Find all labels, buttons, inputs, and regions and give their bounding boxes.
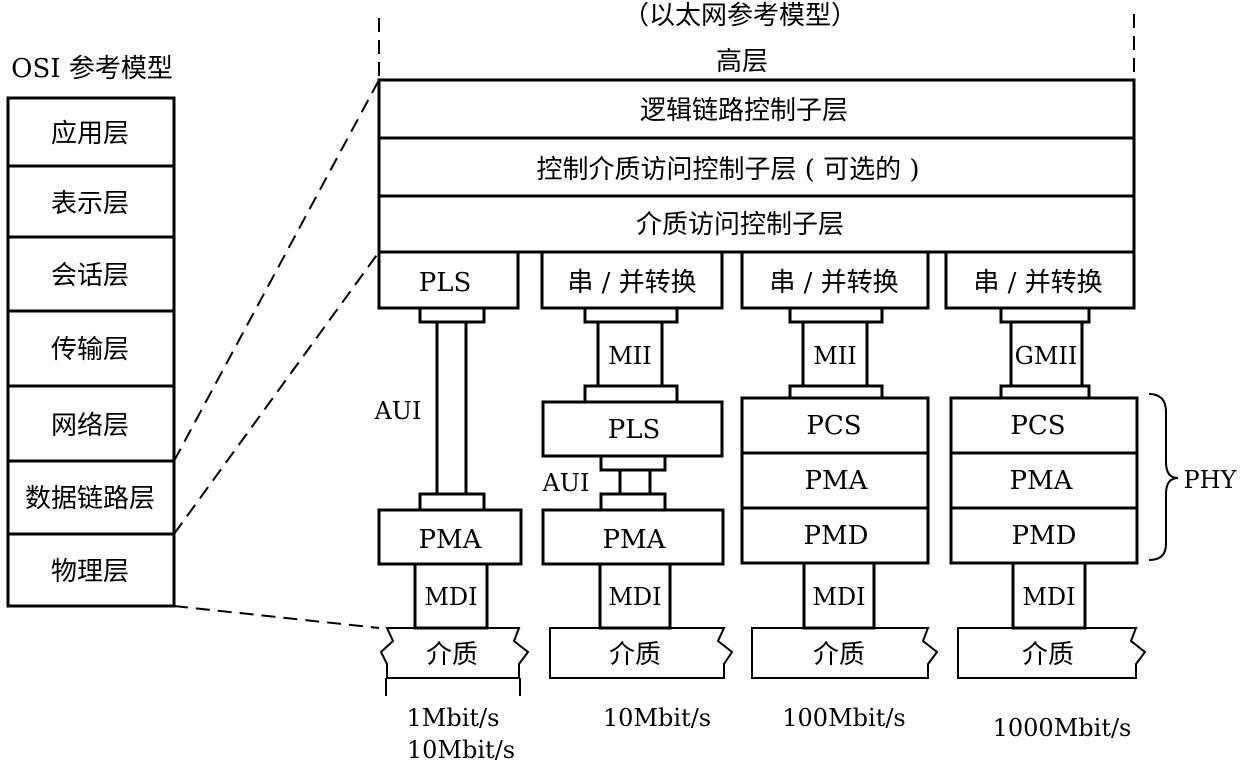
aui-cable	[435, 320, 468, 496]
aui-box	[618, 468, 652, 496]
serial-parallel-box	[740, 250, 930, 310]
mii-box	[801, 320, 869, 388]
pma-label: PMA	[805, 466, 869, 496]
serial-parallel-box	[540, 250, 724, 310]
mac-control-box	[377, 136, 1136, 198]
connector-tab	[583, 306, 679, 324]
stack-100mbit: 串 / 并转换 MII PCS PMA PMD MDI 介质 100Mbit/s	[740, 250, 939, 732]
mdi-box	[802, 561, 876, 630]
mii-label: MII	[608, 342, 652, 370]
speed-label: 1Mbit/s	[407, 704, 500, 732]
osi-layer-box	[6, 532, 176, 608]
gmii-box	[1009, 320, 1084, 388]
connector-tab	[788, 306, 884, 324]
medium-label: 介质	[426, 640, 478, 670]
pls-box	[541, 400, 724, 458]
connector-tab	[418, 492, 486, 512]
mdi-label: MDI	[424, 583, 477, 611]
dash-line-physical	[173, 605, 380, 629]
stack-1mbit-10mbit: PLS AUI PMA MDI 介质 1Mbit/s 10Mbit/s	[373, 250, 530, 764]
pma-label: PMA	[1010, 466, 1074, 496]
mdi-label: MDI	[608, 583, 661, 611]
aui-label: AUI	[541, 469, 589, 497]
osi-layer-transport: 传输层	[51, 335, 129, 365]
connector-tab	[583, 384, 679, 404]
medium-label: 介质	[1022, 640, 1074, 670]
connector-tab	[999, 306, 1091, 324]
stack-10mbit: 串 / 并转换 MII PLS AUI PMA MDI 介质 10Mbit/s	[540, 250, 734, 732]
phy-group: PHY	[1148, 393, 1238, 561]
speed-label-2: 10Mbit/s	[407, 736, 515, 764]
serial-parallel-label: 串 / 并转换	[973, 268, 1102, 298]
medium-box	[751, 627, 939, 679]
ethernet-title: （以太网参考模型）	[623, 1, 857, 31]
osi-layer-box	[6, 459, 176, 536]
speed-label: 100Mbit/s	[782, 704, 905, 732]
stack-1000mbit: 串 / 并转换 GMII PCS PMA PMD MDI 介质 1000Mbit…	[944, 250, 1147, 742]
osi-title: OSI 参考模型	[11, 54, 173, 84]
pmd-label: PMD	[804, 521, 869, 551]
dash-line-datalink-bottom	[173, 251, 380, 535]
pma-label: PMA	[603, 525, 667, 555]
mdi-label: MDI	[812, 583, 865, 611]
osi-layer-network: 网络层	[51, 411, 129, 441]
pma-box	[377, 508, 523, 566]
aui-label: AUI	[373, 397, 421, 425]
phy-label: PHY	[1184, 466, 1238, 494]
serial-parallel-box	[944, 250, 1136, 310]
osi-layer-box	[6, 164, 176, 239]
pmd-box	[740, 506, 930, 565]
connector-tab	[999, 384, 1091, 400]
mac-control-label: 控制介质访问控制子层 ( 可选的 )	[536, 155, 919, 185]
mii-label: MII	[813, 342, 857, 370]
medium-label: 介质	[609, 640, 661, 670]
pma-label: PMA	[419, 525, 483, 555]
speed-label: 1000Mbit/s	[993, 714, 1132, 742]
connector-tab	[788, 384, 884, 400]
speed-label: 10Mbit/s	[603, 704, 711, 732]
pls-box	[377, 250, 520, 310]
dash-line-datalink-top	[173, 79, 380, 462]
medium-box	[957, 627, 1147, 679]
phy-brace	[1148, 393, 1179, 561]
medium-box	[549, 627, 734, 679]
medium-label: 介质	[813, 640, 865, 670]
mapping-lines	[173, 14, 1135, 629]
llc-label: 逻辑链路控制子层	[640, 96, 848, 126]
gmii-label: GMII	[1015, 342, 1078, 370]
osi-layer-application: 应用层	[51, 119, 129, 149]
mdi-box	[1011, 561, 1087, 630]
data-link-sublayers: 逻辑链路控制子层 控制介质访问控制子层 ( 可选的 ) 介质访问控制子层	[377, 78, 1136, 254]
connector-tab	[599, 454, 667, 472]
pls-label: PLS	[419, 268, 472, 298]
pcs-label: PCS	[806, 411, 861, 441]
pcs-box	[949, 396, 1139, 455]
upper-layer-label: 高层	[716, 47, 768, 77]
serial-parallel-label: 串 / 并转换	[567, 268, 696, 298]
osi-model: OSI 参考模型 应用层 表示层 会话层 传输层 网络层 数据链路层 物理层	[6, 54, 176, 608]
connector-tab	[599, 492, 667, 512]
osi-layer-presentation: 表示层	[51, 189, 129, 219]
serial-parallel-label: 串 / 并转换	[769, 268, 898, 298]
pma-box	[740, 451, 930, 510]
pmd-label: PMD	[1012, 521, 1077, 551]
mac-label: 介质访问控制子层	[636, 210, 844, 240]
mdi-label: MDI	[1022, 583, 1075, 611]
osi-layer-box	[6, 96, 176, 168]
pcs-label: PCS	[1010, 411, 1065, 441]
osi-layer-session: 会话层	[51, 261, 129, 291]
pls-label: PLS	[608, 415, 661, 445]
pma-box	[541, 508, 725, 566]
osi-layer-datalink: 数据链路层	[25, 484, 155, 514]
osi-layer-box	[6, 309, 176, 388]
connector-tab	[418, 306, 486, 324]
osi-layer-physical: 物理层	[51, 557, 129, 587]
